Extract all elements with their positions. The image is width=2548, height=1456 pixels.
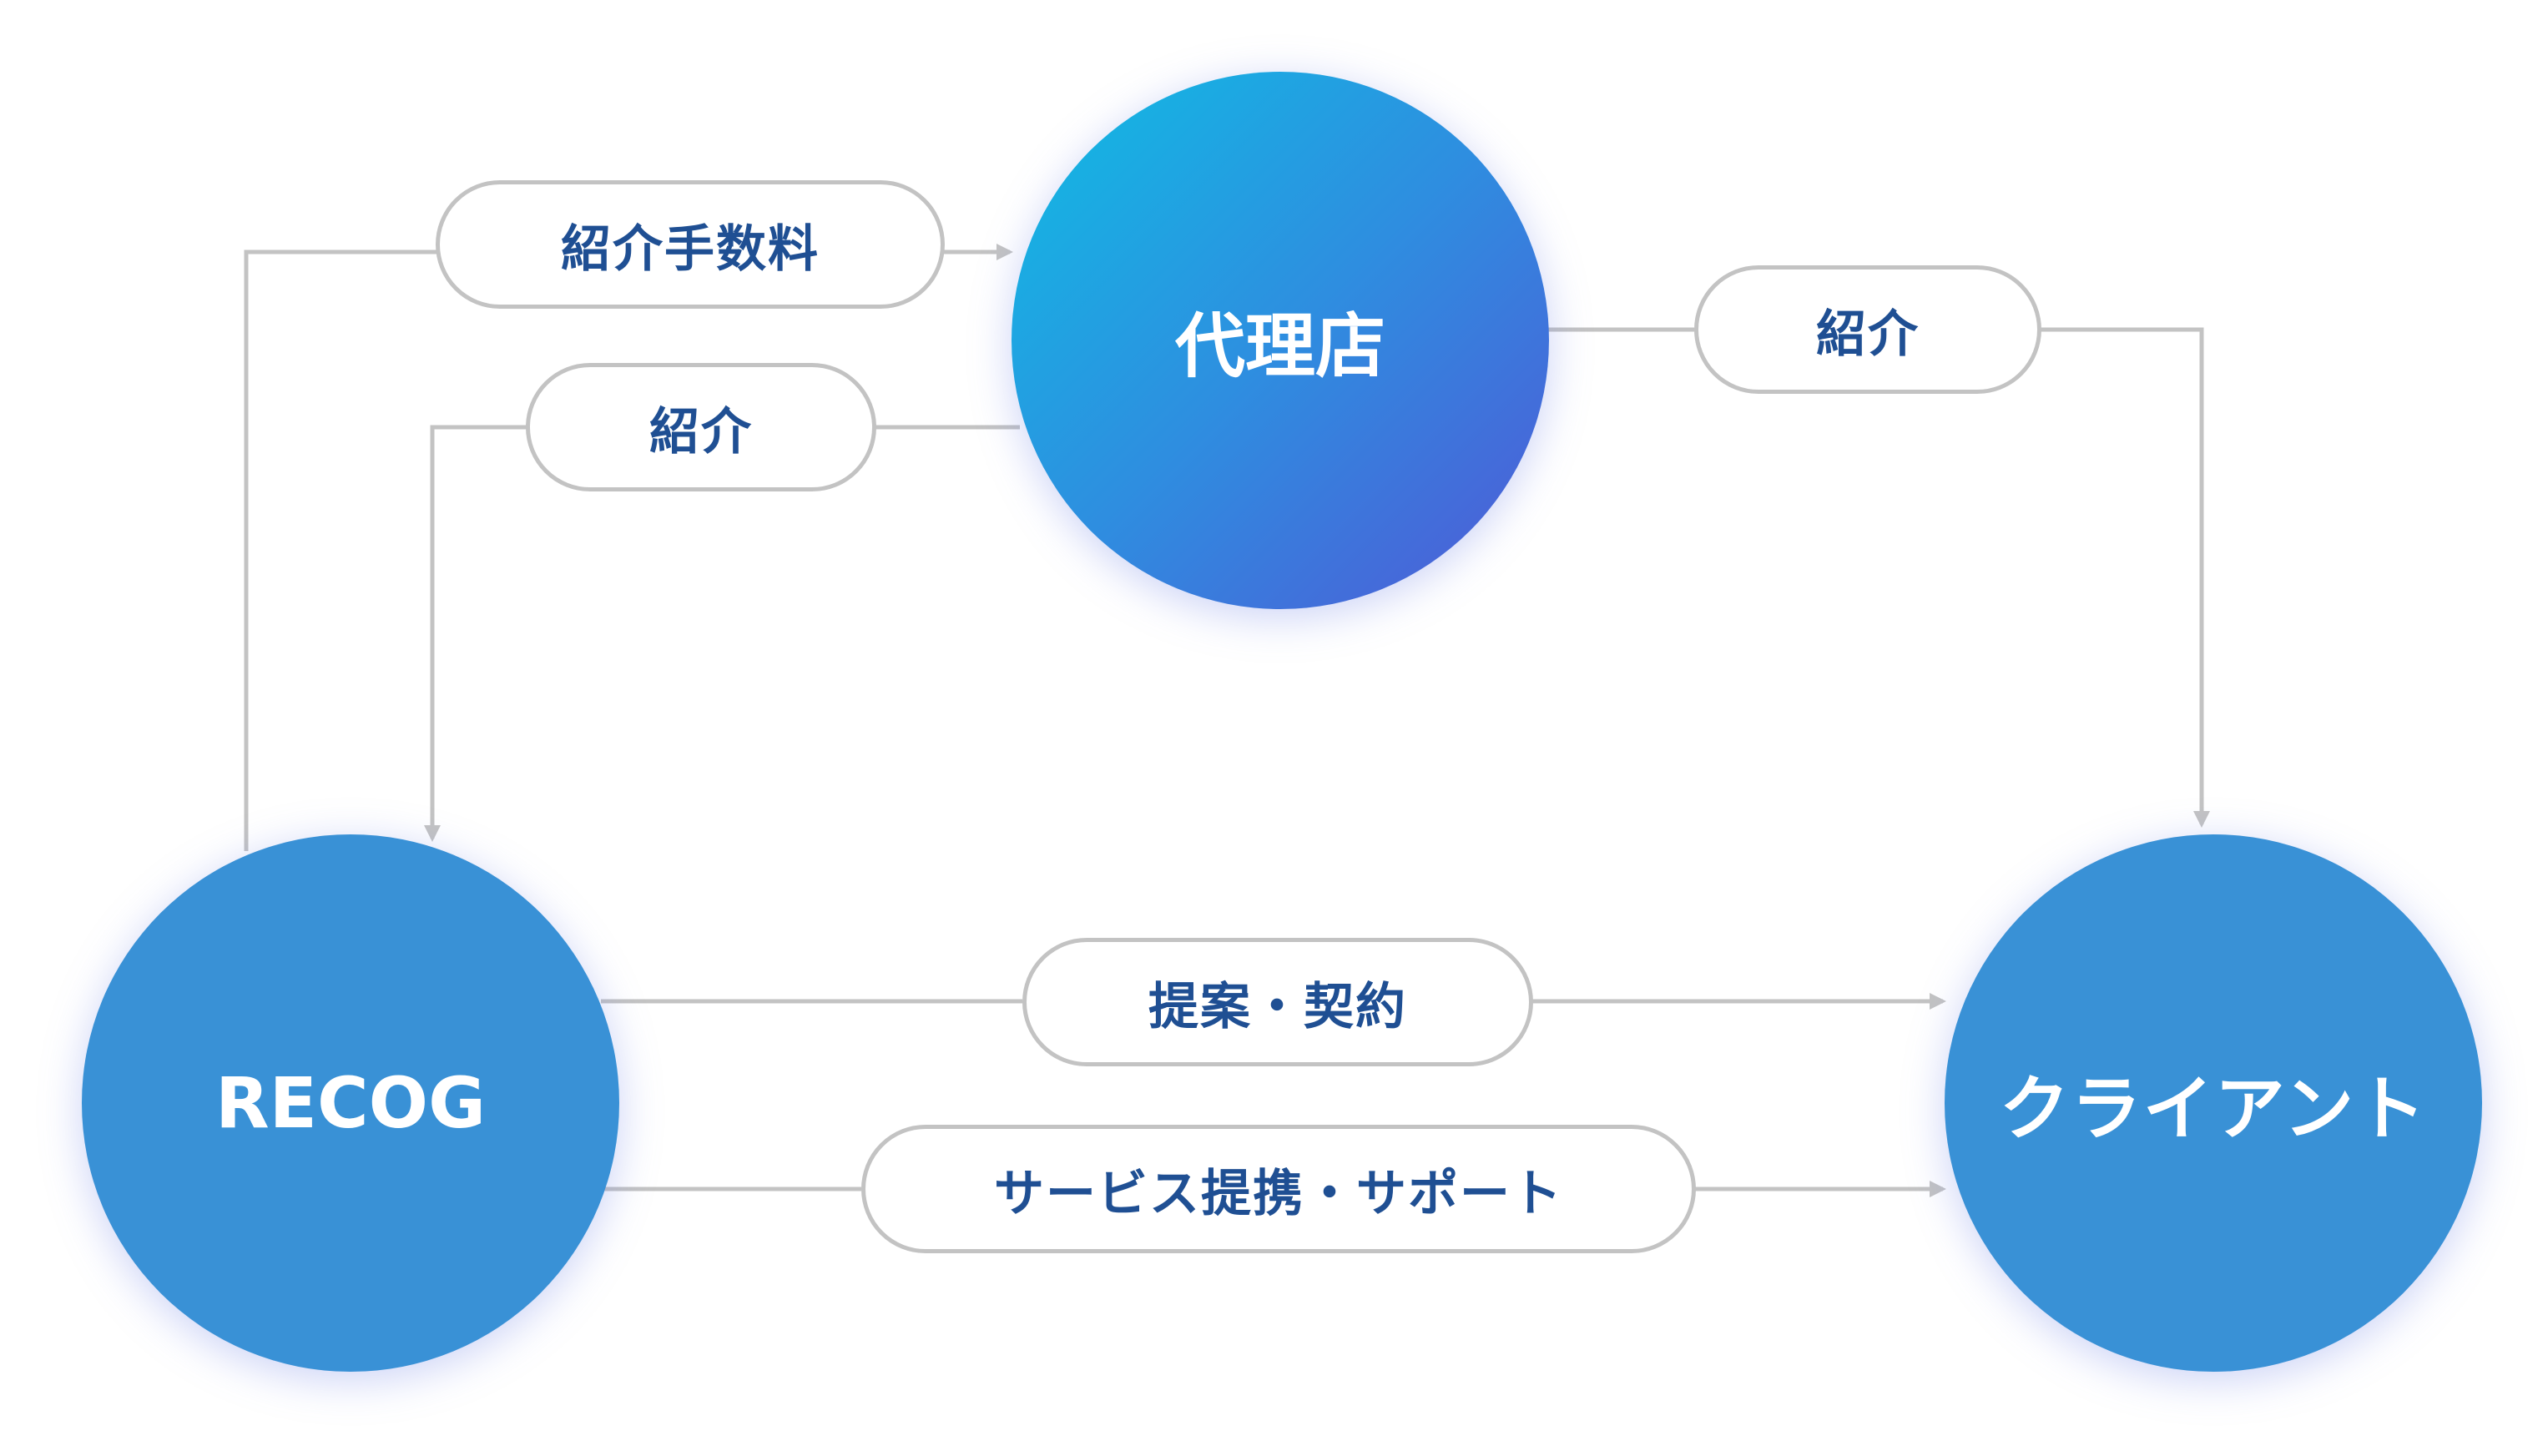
intro-right-arrow — [2041, 327, 2210, 828]
intro-right-label: 紹介 — [1694, 265, 2041, 394]
agency-node: 代理店 — [1012, 72, 1549, 609]
proposal-contract-label: 提案・契約 — [1022, 938, 1533, 1066]
client-node-label: クライアント — [1999, 1067, 2428, 1150]
commission-label-text: 紹介手数料 — [561, 219, 820, 279]
recog-node: RECOG — [82, 834, 619, 1372]
agency-node-label: 代理店 — [1174, 305, 1385, 387]
commission-connector — [244, 249, 438, 851]
intro-right-label-text: 紹介 — [1816, 305, 1920, 364]
client-node: クライアント — [1945, 834, 2482, 1372]
service-support-label: サービス提携・サポート — [861, 1125, 1696, 1253]
service-support-label-text: サービス提携・サポート — [994, 1164, 1563, 1223]
intro-left-label: 紹介 — [526, 363, 876, 491]
proposal-contract-label-text: 提案・契約 — [1148, 977, 1407, 1036]
commission-label: 紹介手数料 — [436, 180, 945, 309]
recog-node-label: RECOG — [214, 1062, 487, 1144]
intro-left-label-text: 紹介 — [649, 402, 753, 461]
intro-left-arrow — [424, 425, 527, 842]
